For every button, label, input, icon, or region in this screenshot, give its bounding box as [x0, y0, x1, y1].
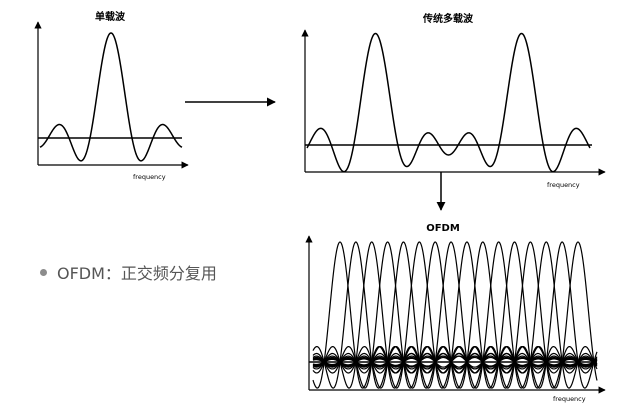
bullet-item: OFDM：正交频分复用 [40, 260, 217, 284]
ofdm-subcarrier-curve [312, 241, 598, 389]
ofdm-subcarrier-curve [312, 241, 598, 389]
ofdm-subcarrier-curve [312, 241, 598, 389]
ofdm-title: OFDM [426, 223, 460, 234]
ofdm-subcarriers [312, 241, 598, 389]
single-carrier-waveform [39, 32, 183, 162]
bullet-text: OFDM：正交频分复用 [57, 264, 217, 283]
multi-carrier-title: 传统多载波 [422, 12, 474, 25]
ofdm-axis-caption: frequency [553, 395, 586, 403]
ofdm-subcarrier-curve [312, 241, 598, 389]
ofdm-subcarrier-curve [312, 241, 598, 389]
single-carrier-axis-caption: frequency [133, 173, 166, 181]
multi-carrier-waveform [306, 32, 591, 173]
single-carrier-title: 单载波 [95, 10, 126, 23]
ofdm-subcarrier-curve [312, 241, 598, 389]
ofdm-subcarrier-curve [312, 241, 598, 389]
single-carrier-panel: 单载波 frequency [34, 10, 189, 181]
bullet-dot-icon [40, 268, 47, 276]
multi-carrier-panel: 传统多载波 frequency [301, 12, 606, 189]
ofdm-panel: OFDM frequency [305, 223, 606, 403]
multi-carrier-axis-caption: frequency [547, 181, 580, 189]
